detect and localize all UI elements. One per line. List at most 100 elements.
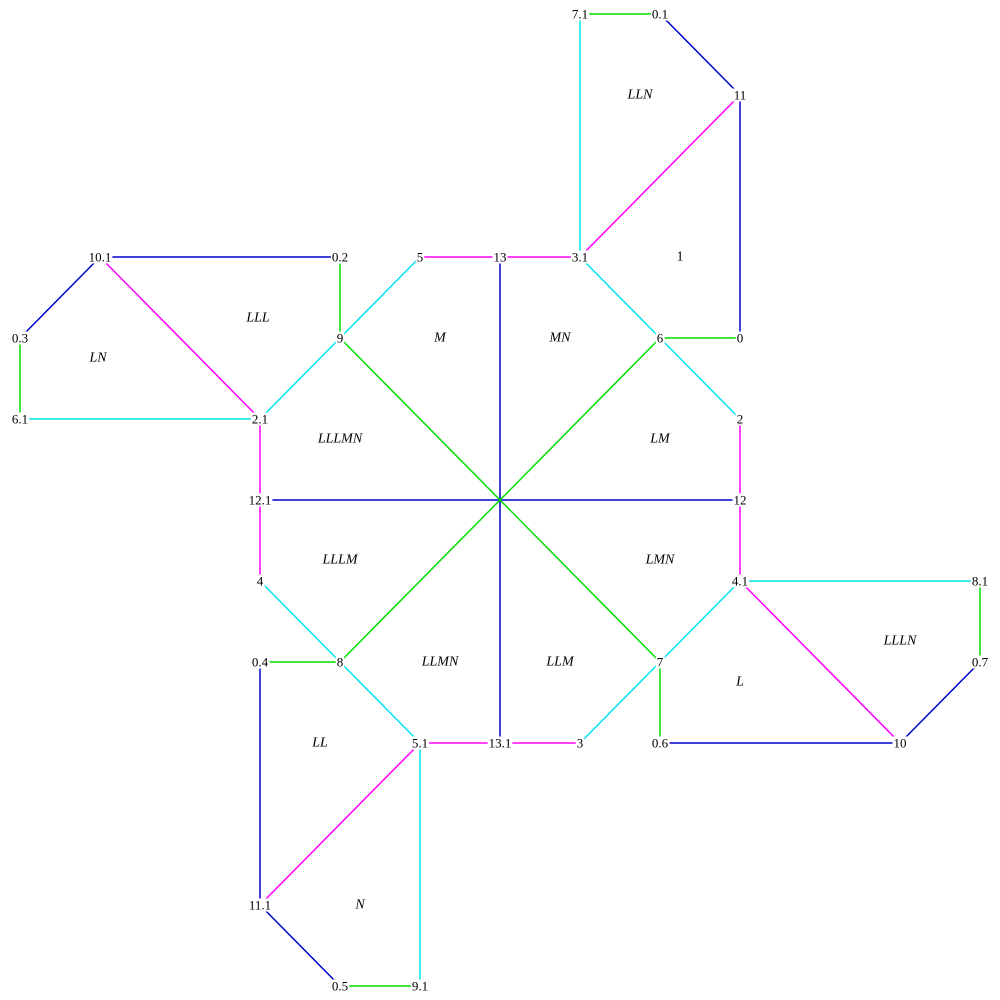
edges-layer: [19, 13, 981, 987]
vertex-v07: 0.7: [970, 655, 990, 670]
vertex-label-bg: [655, 331, 665, 345]
vertex-v05: 0.5: [330, 979, 350, 994]
vertex-v61: 6.1: [10, 412, 30, 427]
vertex-label: 3.1: [572, 250, 588, 265]
face-label-ln: LN: [88, 351, 107, 366]
edge-v11-v31: [579, 94, 741, 258]
vertex-label-bg: [655, 655, 665, 669]
vertex-label: 4: [257, 574, 264, 589]
vertex-v11: 11: [732, 88, 748, 103]
vertex-label-bg: [10, 331, 30, 345]
edge-v9-v5: [339, 256, 421, 339]
face-label-lll: LLL: [245, 311, 270, 326]
vertex-v121: 12.1: [247, 493, 273, 508]
vertex-label-bg: [970, 574, 990, 588]
vertex-v31: 3.1: [570, 250, 590, 265]
edge-v41-v10: [739, 580, 901, 744]
vertex-label-bg: [570, 7, 590, 21]
vertex-v2: 2: [735, 412, 745, 427]
edge-v31-v6: [579, 256, 661, 339]
vertex-label-bg: [730, 574, 750, 588]
vertex-v13: 13: [492, 250, 508, 265]
vertex-label: 5: [417, 250, 424, 265]
vertex-v101: 10.1: [87, 250, 113, 265]
vertex-v9: 9: [335, 331, 345, 346]
face-label-lln: LLN: [627, 88, 654, 103]
vertex-label: 2: [737, 412, 744, 427]
vertex-v71: 7.1: [570, 7, 590, 22]
vertex-label: 13: [494, 250, 507, 265]
vertex-label-bg: [335, 331, 345, 345]
edge-v6-v8: [339, 337, 661, 663]
edge-v101-v21: [99, 256, 261, 420]
vertex-label-bg: [250, 655, 270, 669]
edge-v111-v51: [259, 742, 421, 906]
edge-v111-v05: [259, 904, 341, 987]
face-label-lllm: LLLM: [321, 553, 358, 568]
face-label-lllmn: LLLMN: [317, 432, 363, 447]
vertex-v12: 12: [732, 493, 748, 508]
face-label-m: M: [433, 331, 447, 346]
vertex-label-bg: [650, 7, 670, 21]
vertex-label: 7.1: [572, 7, 588, 22]
vertex-label: 0.4: [252, 655, 269, 670]
vertex-label-bg: [735, 331, 745, 345]
face-label-n: N: [354, 898, 365, 913]
vertex-label-bg: [732, 493, 748, 507]
vertex-v21: 2.1: [250, 412, 270, 427]
vertex-label-bg: [415, 250, 425, 264]
face-label-ll: LL: [311, 736, 328, 751]
vertex-label-bg: [487, 736, 513, 750]
vertex-label: 6.1: [12, 412, 28, 427]
vertex-label: 9: [337, 331, 344, 346]
vertex-label-bg: [492, 250, 508, 264]
vertex-label: 7: [657, 655, 664, 670]
vertex-label: 0.5: [332, 979, 348, 994]
vertex-label-bg: [247, 898, 273, 912]
edge-v41-v7: [659, 580, 741, 663]
vertex-label: 11: [734, 88, 747, 103]
face-label-mn: MN: [549, 331, 572, 346]
vertex-label: 4.1: [732, 574, 748, 589]
vertex-label: 10.1: [89, 250, 112, 265]
vertex-v41: 4.1: [730, 574, 750, 589]
vertex-v111: 11.1: [247, 898, 273, 913]
vertex-label-bg: [732, 88, 748, 102]
vertex-v3: 3: [575, 736, 585, 751]
vertex-label: 2.1: [252, 412, 268, 427]
vertex-label-bg: [250, 412, 270, 426]
vertex-v03: 0.3: [10, 331, 30, 346]
vertex-label: 0: [737, 331, 744, 346]
edge-v01-v11: [659, 13, 741, 96]
vertex-label: 11.1: [249, 898, 271, 913]
vertex-label-bg: [970, 655, 990, 669]
vertex-v06: 0.6: [650, 736, 670, 751]
vertex-label-bg: [330, 979, 350, 993]
vertex-label: 6: [657, 331, 664, 346]
vertex-v91: 9.1: [410, 979, 430, 994]
vertex-label: 13.1: [489, 736, 512, 751]
vertex-label: 10: [894, 736, 907, 751]
vertex-v81: 8.1: [970, 574, 990, 589]
vertex-v8: 8: [335, 655, 345, 670]
edge-v101-v03: [19, 256, 101, 339]
vertex-label-bg: [410, 736, 430, 750]
vertex-v04: 0.4: [250, 655, 270, 670]
face-label-llln: LLLN: [883, 634, 917, 649]
vertex-label: 8.1: [972, 574, 988, 589]
vertex-label: 0.7: [972, 655, 989, 670]
vertex-v0: 0: [735, 331, 745, 346]
vertex-v02: 0.2: [330, 250, 350, 265]
vertex-label-bg: [330, 250, 350, 264]
face-label-lm: LM: [649, 432, 671, 447]
vertex-label: 3: [577, 736, 584, 751]
vertex-label: 0.6: [652, 736, 669, 751]
vertex-v5: 5: [415, 250, 425, 265]
vertex-label: 8: [337, 655, 344, 670]
vertex-label: 0.2: [332, 250, 348, 265]
vertex-v6: 6: [655, 331, 665, 346]
vertex-label: 12.1: [249, 493, 272, 508]
vertex-label-bg: [87, 250, 113, 264]
